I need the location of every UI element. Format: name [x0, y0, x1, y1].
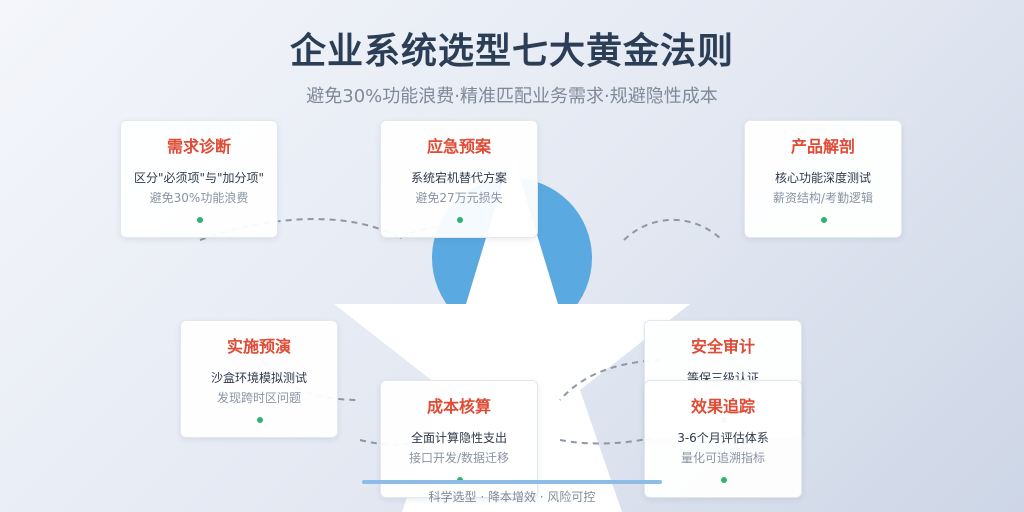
card-effect-tracking: 效果追踪 3-6个月评估体系 量化可追溯指标 — [644, 380, 802, 498]
status-dot — [457, 217, 463, 223]
card-cost-accounting: 成本核算 全面计算隐性支出 接口开发/数据迁移 — [380, 380, 538, 498]
card-product-analysis: 产品解剖 核心功能深度测试 薪资结构/考勤逻辑 — [744, 120, 902, 238]
page-title: 企业系统选型七大黄金法则 — [289, 31, 734, 72]
page-subtitle: 避免30%功能浪费·精准匹配业务需求·规避隐性成本 — [306, 86, 718, 107]
bottom-accent-bar — [362, 480, 662, 484]
card-note: 避免30%功能浪费 — [149, 191, 249, 205]
card-line: 3-6个月评估体系 — [677, 431, 769, 445]
card-note: 发现跨时区问题 — [216, 391, 301, 405]
card-line: 区分"必须项"与"加分项" — [133, 171, 265, 185]
star-shape — [334, 152, 690, 512]
card-title: 产品解剖 — [790, 137, 855, 156]
card-requirement-diagnosis: 需求诊断 区分"必须项"与"加分项" 避免30%功能浪费 — [120, 120, 278, 238]
card-line: 核心功能深度测试 — [774, 171, 871, 185]
card-line: 系统宕机替代方案 — [410, 171, 507, 185]
card-title: 应急预案 — [426, 137, 491, 156]
card-note: 薪资结构/考勤逻辑 — [772, 191, 874, 205]
status-dot — [257, 417, 263, 423]
card-note: 量化可追溯指标 — [680, 451, 765, 465]
card-implementation-rehearsal: 实施预演 沙盒环境模拟测试 发现跨时区问题 — [180, 320, 338, 438]
card-contingency-plan: 应急预案 系统宕机替代方案 避免27万元损失 — [380, 120, 538, 238]
card-note: 接口开发/数据迁移 — [408, 451, 510, 465]
card-line: 沙盒环境模拟测试 — [210, 371, 307, 385]
card-title: 效果追踪 — [690, 397, 755, 416]
card-title: 成本核算 — [426, 397, 491, 416]
card-note: 避免27万元损失 — [415, 191, 503, 205]
connector-line — [623, 218, 721, 241]
card-title: 安全审计 — [690, 337, 755, 356]
status-dot — [821, 217, 827, 223]
footer-slogan: 科学选型 · 降本增效 · 风险可控 — [428, 490, 596, 504]
status-dot — [197, 217, 203, 223]
card-title: 需求诊断 — [166, 137, 231, 156]
card-line: 全面计算隐性支出 — [410, 431, 507, 445]
card-title: 实施预演 — [226, 337, 291, 356]
status-dot — [721, 477, 727, 483]
